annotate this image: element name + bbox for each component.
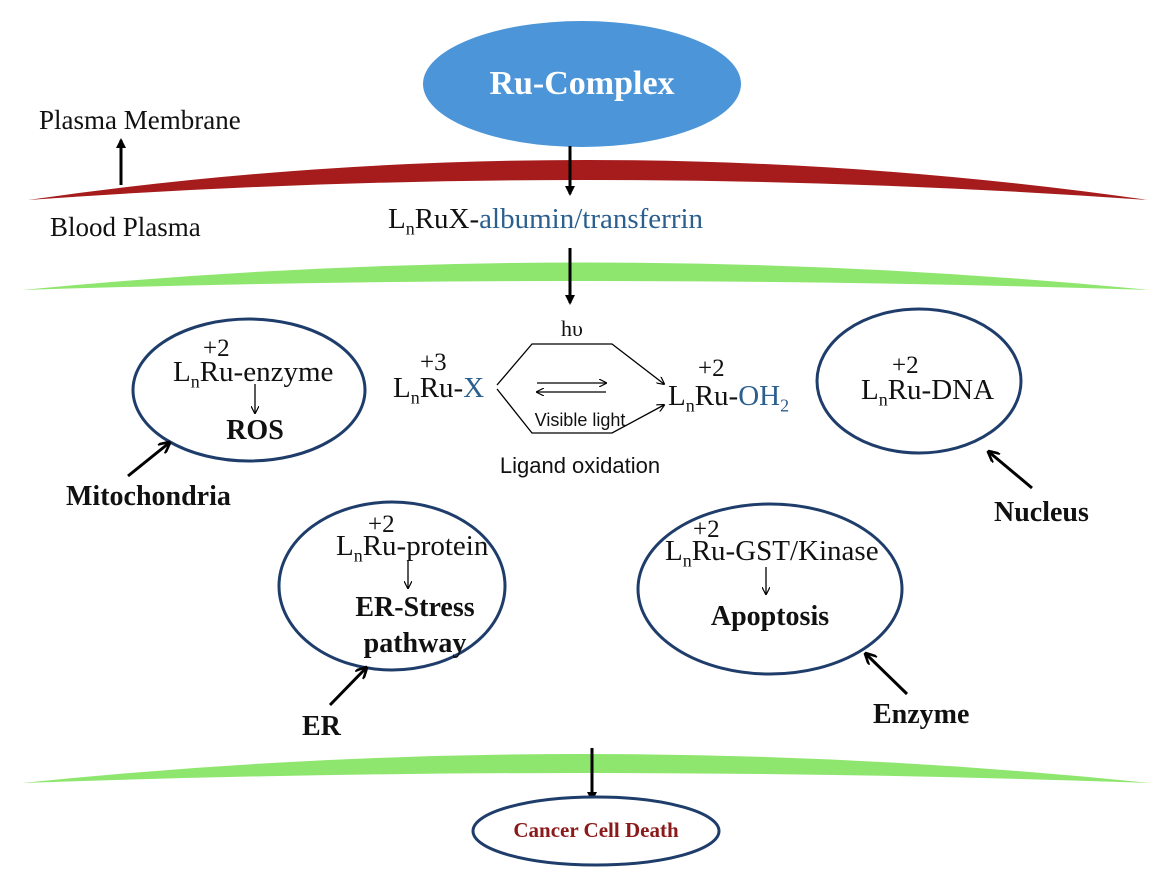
mitochondria-charge: +2 bbox=[203, 335, 230, 362]
er-outcome-line1: ER-Stress bbox=[355, 592, 475, 623]
enzyme-label: Enzyme bbox=[873, 699, 970, 730]
enzyme-pointer bbox=[866, 654, 909, 696]
er-outcome-line2: pathway bbox=[363, 628, 467, 659]
er-pointer bbox=[328, 668, 366, 707]
er-charge: +2 bbox=[368, 511, 395, 538]
nucleus-pointer bbox=[989, 452, 1033, 490]
mitochondria-pointer bbox=[127, 443, 169, 478]
blood-plasma-label: Blood Plasma bbox=[50, 212, 201, 242]
visible-light-label: Visible light bbox=[534, 410, 626, 430]
ligand-oxidation-label: Ligand oxidation bbox=[499, 453, 661, 478]
cell-membrane-top bbox=[22, 262, 1150, 290]
cancer-death-ellipse bbox=[471, 795, 721, 867]
enzyme-complex: LnRu-GST/Kinase bbox=[665, 535, 879, 571]
enzyme-outcome: Apoptosis bbox=[710, 601, 830, 632]
er-complex: LnRu-protein bbox=[336, 530, 489, 566]
er-label: ER bbox=[302, 711, 341, 742]
left-complex-formula: LnRu-X bbox=[393, 372, 485, 408]
activation-path-bottom bbox=[496, 388, 664, 434]
enzyme-ellipse bbox=[636, 502, 904, 676]
cancer-cell-death-label: Cancer Cell Death bbox=[513, 818, 679, 842]
hv-label: hυ bbox=[561, 316, 583, 341]
nucleus-label: Nucleus bbox=[994, 497, 1089, 528]
transport-complex-label: LnRuX-albumin/transferrin bbox=[388, 203, 704, 239]
nucleus-complex: LnRu-DNA bbox=[861, 374, 995, 410]
right-complex-formula: LnRu-OH2 bbox=[668, 380, 790, 416]
ru-complex-ellipse bbox=[423, 21, 741, 147]
mitochondria-outcome: ROS bbox=[226, 415, 284, 446]
mitochondria-complex: LnRu-enzyme bbox=[173, 356, 334, 392]
nucleus-charge: +2 bbox=[892, 352, 919, 379]
activation-path-top bbox=[496, 343, 664, 385]
er-ellipse bbox=[277, 500, 507, 672]
right-complex-charge: +2 bbox=[698, 355, 725, 382]
mitochondria-ellipse bbox=[131, 317, 367, 463]
mitochondria-label: Mitochondria bbox=[66, 481, 231, 512]
enzyme-charge: +2 bbox=[693, 516, 720, 543]
nucleus-ellipse bbox=[815, 307, 1023, 455]
plasma-membrane-band bbox=[28, 160, 1148, 200]
left-complex-charge: +3 bbox=[420, 349, 447, 376]
ru-complex-title: Ru-Complex bbox=[489, 65, 675, 102]
cell-membrane-bottom bbox=[22, 754, 1150, 783]
plasma-membrane-label: Plasma Membrane bbox=[39, 105, 241, 135]
